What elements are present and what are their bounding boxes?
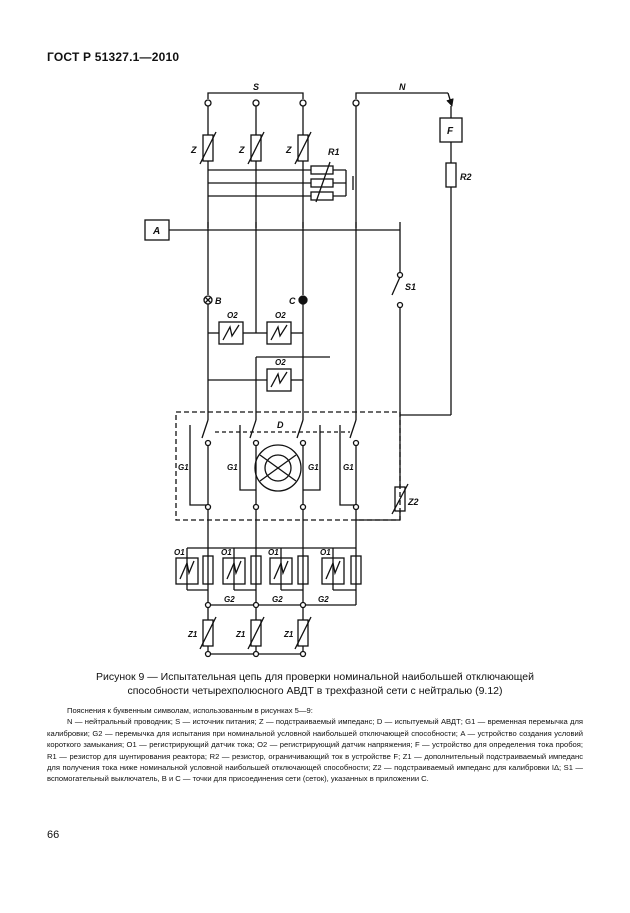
r1-resistor-1: [310, 165, 334, 175]
label-o2-3: O2: [275, 358, 286, 367]
label-z1-2: Z1: [235, 630, 246, 639]
label-z2: Z2: [407, 497, 419, 507]
label-b: B: [215, 296, 222, 306]
label-o1-2: O1: [221, 548, 232, 557]
legend-intro: Пояснения к буквенным символам, использо…: [67, 706, 313, 715]
o1-sensor-4: [321, 557, 345, 585]
label-o1-3: O1: [268, 548, 279, 557]
label-s: S: [253, 82, 259, 92]
label-o2-1: O2: [227, 311, 238, 320]
label-n: N: [399, 82, 406, 92]
terminal-L1: [204, 99, 212, 107]
label-z-2: Z: [238, 145, 245, 155]
terminal-c: [298, 295, 308, 305]
label-g2-3: G2: [318, 595, 329, 604]
label-c: C: [289, 296, 296, 306]
g2-link-2: [250, 555, 262, 585]
label-a: A: [152, 226, 160, 237]
source-brace: [207, 92, 304, 99]
label-r2: R2: [460, 172, 472, 182]
g2-link-1: [202, 555, 214, 585]
label-g1-2: G1: [227, 463, 238, 472]
toroid-sensor: [254, 444, 302, 492]
label-g1-4: G1: [343, 463, 354, 472]
neutral-brace: [355, 92, 448, 99]
device-under-test-enclosure: [175, 411, 401, 521]
label-g2-1: G2: [224, 595, 235, 604]
symbol-legend: Пояснения к буквенным символам, использо…: [47, 705, 583, 785]
label-f: F: [447, 126, 454, 137]
g2-link-3: [297, 555, 309, 585]
label-z1-1: Z1: [187, 630, 198, 639]
label-g1-3: G1: [308, 463, 319, 472]
g1-link-1: [189, 425, 208, 506]
terminal-L3: [299, 99, 307, 107]
caption-line-2: способности четырехполюсного АВДТ в трех…: [127, 685, 503, 697]
g1-link-4: [339, 425, 356, 506]
label-r1: R1: [328, 147, 340, 157]
label-z1-3: Z1: [283, 630, 294, 639]
o1-sensor-1: [175, 557, 199, 585]
g2-link-4: [350, 555, 362, 585]
caption-line-1: Рисунок 9 — Испытательная цепь для прове…: [95, 671, 535, 683]
terminal-N: [352, 99, 360, 107]
label-z-1: Z: [190, 145, 197, 155]
r2-resistor: [445, 162, 457, 188]
legend-text: N — нейтральный проводник; S — источник …: [47, 717, 583, 784]
label-s1: S1: [405, 282, 416, 292]
page-number: 66: [47, 829, 60, 841]
r1-resistor-3: [310, 191, 334, 201]
label-d: D: [277, 420, 284, 430]
label-o2-2: O2: [275, 311, 286, 320]
label-o1-1: O1: [174, 548, 185, 557]
o1-sensor-2: [222, 557, 246, 585]
label-g1-1: G1: [178, 463, 189, 472]
document-header: ГОСТ Р 51327.1—2010: [47, 50, 180, 64]
label-g2-2: G2: [272, 595, 283, 604]
g1-link-3: [303, 425, 321, 491]
terminal-L2: [252, 99, 260, 107]
figure-caption: Рисунок 9 — Испытательная цепь для прове…: [60, 670, 570, 698]
g1-link-2: [239, 425, 256, 491]
label-o1-4: O1: [320, 548, 331, 557]
label-z-3: Z: [285, 145, 292, 155]
o1-sensor-3: [269, 557, 293, 585]
